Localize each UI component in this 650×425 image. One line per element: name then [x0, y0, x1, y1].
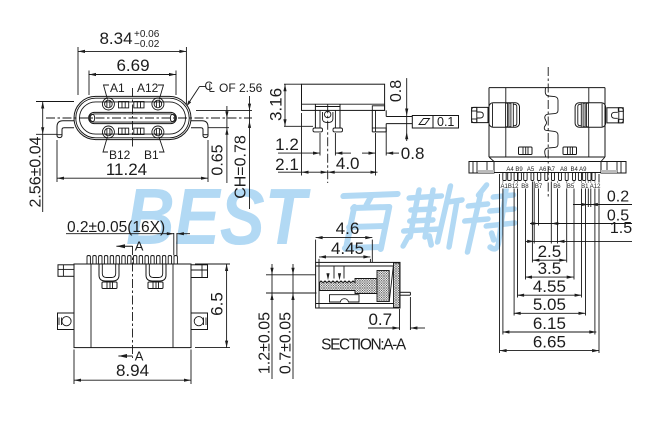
svg-text:0.8: 0.8: [388, 80, 405, 102]
svg-text:B4 A9: B4 A9: [570, 167, 587, 173]
svg-text:6.15: 6.15: [533, 314, 566, 333]
svg-text:2.56±0.04: 2.56±0.04: [28, 136, 45, 207]
svg-text:B1: B1: [144, 148, 159, 162]
svg-text:5.05: 5.05: [533, 295, 566, 314]
svg-text:1.5: 1.5: [610, 220, 632, 237]
svg-text:CH=0.78: CH=0.78: [233, 135, 250, 199]
svg-text:B7: B7: [535, 184, 543, 190]
svg-text:B6: B6: [553, 184, 561, 190]
svg-text:A6 A7: A6 A7: [539, 167, 556, 173]
svg-text:0.5: 0.5: [607, 208, 629, 225]
svg-text:4.55: 4.55: [533, 277, 566, 296]
svg-text:BEST: BEST: [126, 172, 311, 261]
svg-text:0.2: 0.2: [607, 189, 629, 206]
svg-text:A4 B9: A4 B9: [506, 167, 523, 173]
svg-text:0.8: 0.8: [401, 144, 425, 163]
svg-text:A: A: [135, 239, 144, 254]
svg-text:4.6: 4.6: [336, 219, 360, 238]
svg-text:A12: A12: [137, 81, 159, 95]
svg-text:0.2±0.05(16X): 0.2±0.05(16X): [67, 219, 165, 236]
svg-text:A5: A5: [527, 167, 535, 173]
svg-text:A: A: [135, 349, 144, 364]
svg-text:SECTION:A-A: SECTION:A-A: [321, 337, 407, 354]
svg-text:4.45: 4.45: [331, 239, 364, 258]
svg-text:3.5: 3.5: [538, 259, 562, 278]
svg-text:0.65: 0.65: [210, 144, 227, 175]
svg-text:8.94: 8.94: [116, 361, 149, 380]
svg-text:B12: B12: [109, 148, 131, 162]
svg-text:6.5: 6.5: [208, 292, 227, 316]
svg-text:A8: A8: [560, 167, 568, 173]
svg-text:6.69: 6.69: [116, 56, 149, 75]
svg-text:+0.06: +0.06: [134, 29, 160, 40]
svg-text:B8: B8: [521, 184, 529, 190]
svg-text:B5: B5: [567, 184, 575, 190]
svg-text:1.2: 1.2: [275, 135, 299, 154]
svg-text:3.16: 3.16: [267, 88, 286, 121]
svg-text:0.7: 0.7: [368, 310, 392, 329]
svg-text:6.65: 6.65: [533, 333, 566, 352]
svg-text:−0.02: −0.02: [134, 39, 160, 50]
svg-text:C: C: [205, 81, 213, 93]
svg-text:A1B12: A1B12: [500, 184, 519, 190]
svg-text:8.34: 8.34: [99, 29, 132, 48]
svg-text:2.5: 2.5: [538, 242, 562, 261]
svg-text:4.0: 4.0: [336, 154, 360, 173]
svg-text:2.1: 2.1: [275, 155, 299, 174]
svg-text:OF 2.56: OF 2.56: [219, 81, 263, 95]
svg-text:1.2±0.05: 1.2±0.05: [257, 312, 274, 374]
svg-text:0.7±0.05: 0.7±0.05: [278, 312, 295, 374]
svg-text:11.24: 11.24: [106, 160, 147, 179]
svg-text:A1: A1: [110, 81, 125, 95]
svg-text:0.1: 0.1: [437, 115, 454, 129]
svg-text:B1 A12: B1 A12: [581, 184, 601, 190]
